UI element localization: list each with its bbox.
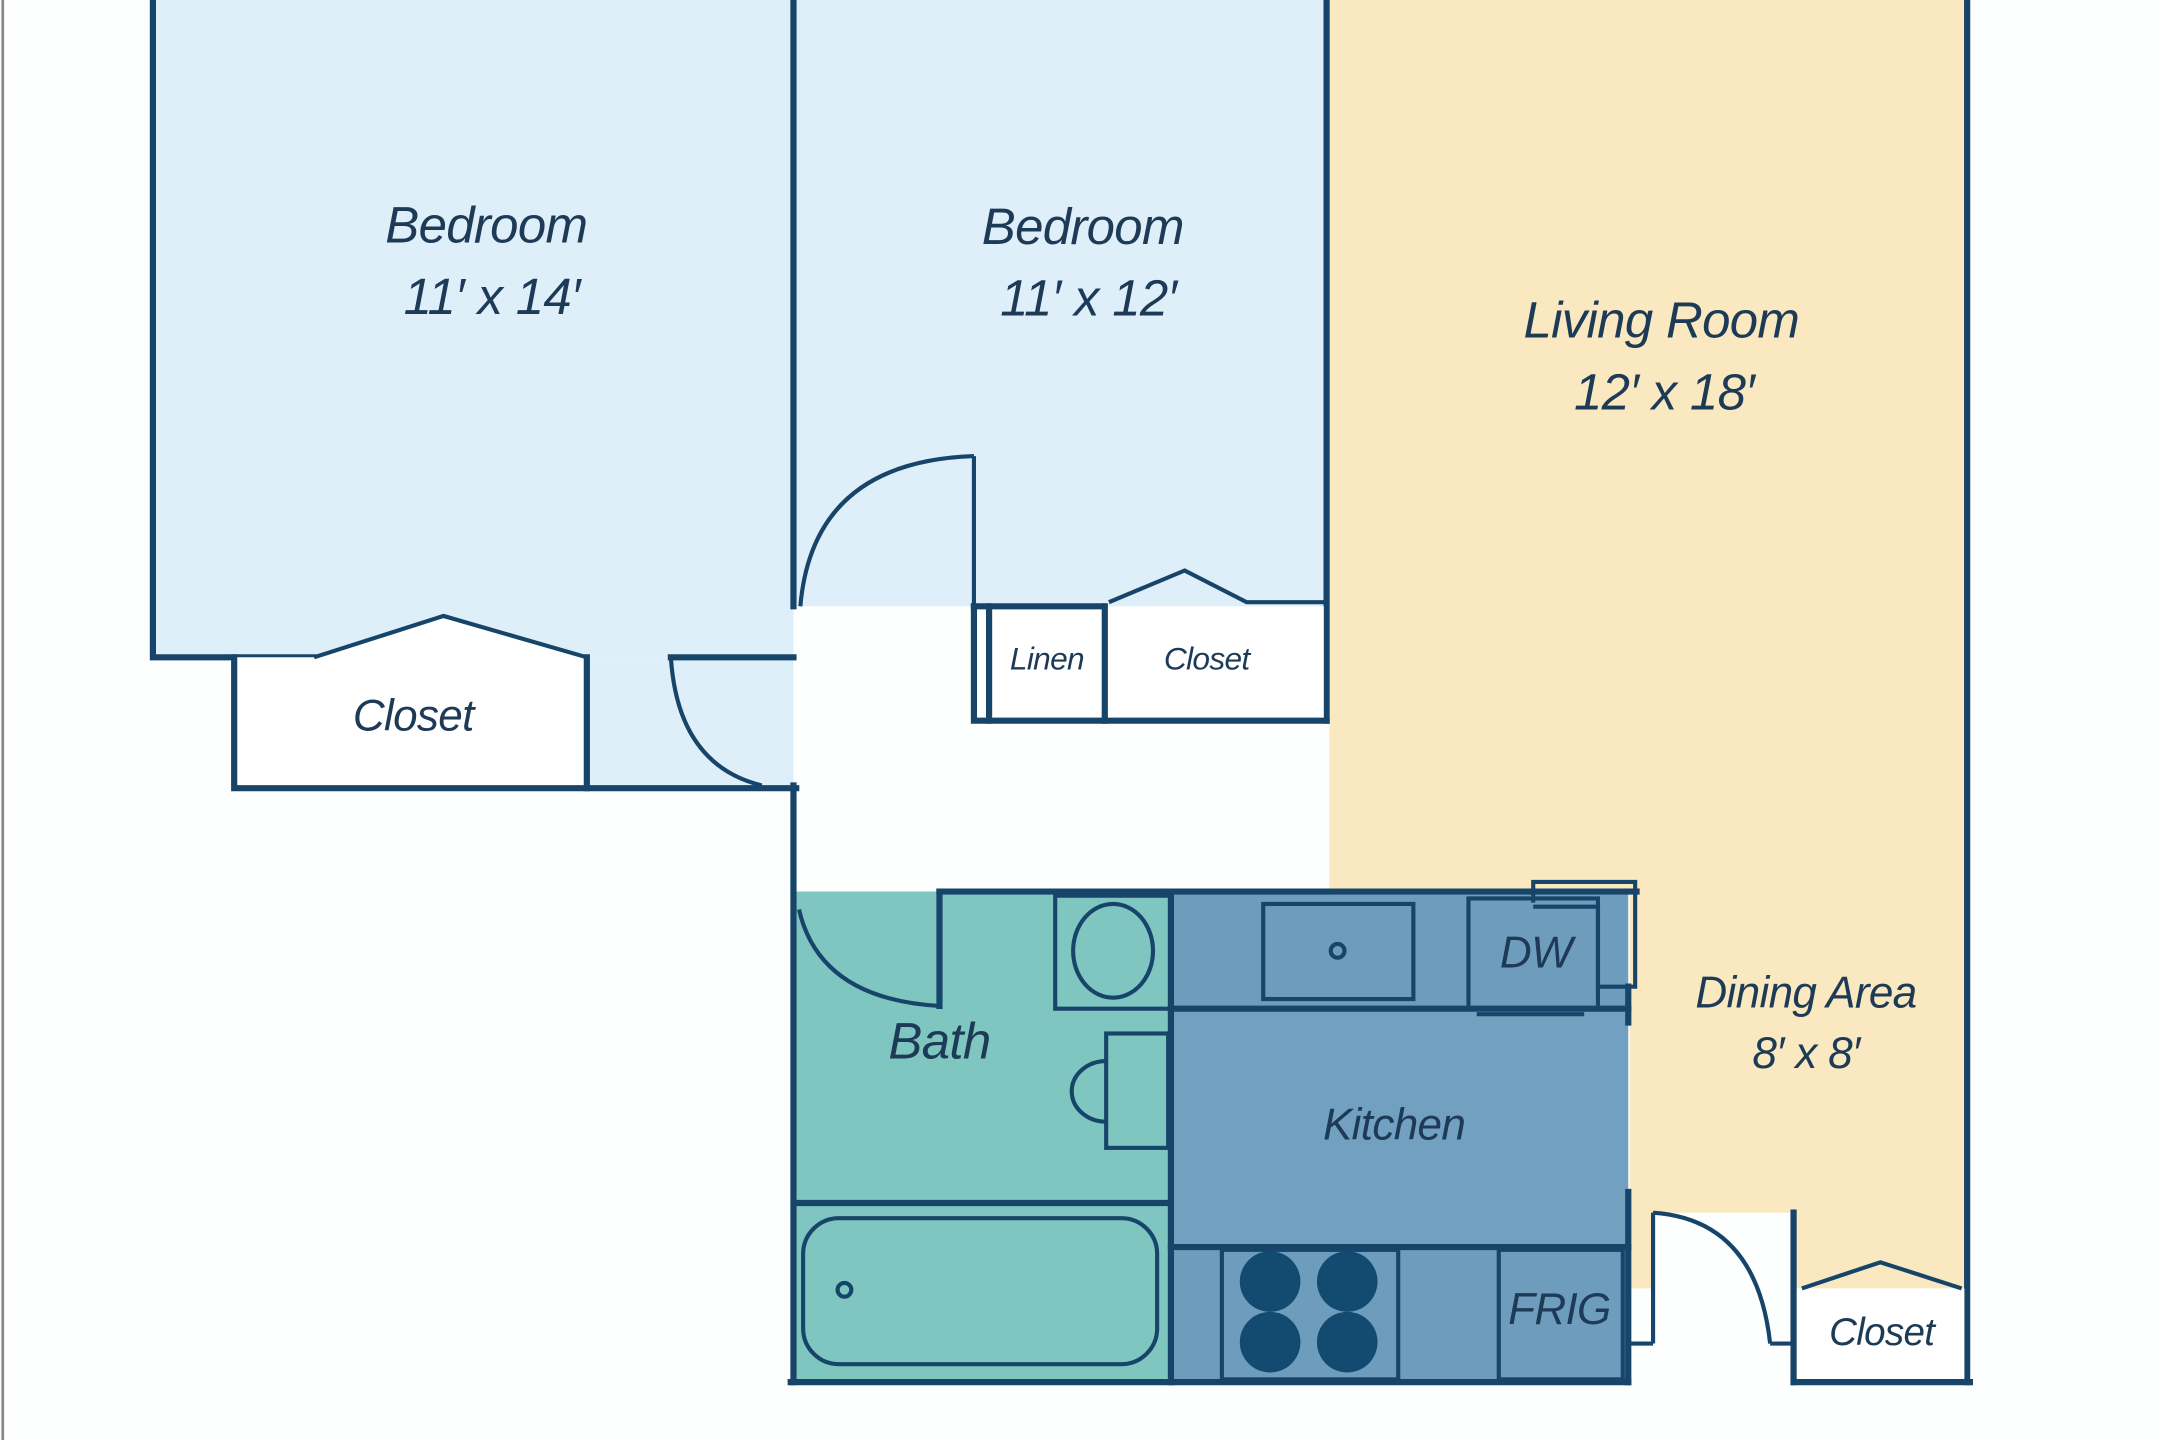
bedroom-2-label: Bedroom <box>982 198 1184 255</box>
bedroom-1-size: 11′ x 14′ <box>404 268 582 325</box>
closet-dining-label: Closet <box>1829 1311 1937 1354</box>
toilet-icon <box>1071 901 1156 1000</box>
living-room-label: Living Room <box>1523 292 1799 349</box>
door-swing-entry <box>1652 1210 1773 1344</box>
door-swing-bedroom-1 <box>668 657 763 788</box>
dining-area-label: Dining Area <box>1695 968 1916 1017</box>
bath-fixtures <box>793 888 1640 1386</box>
kitchen-sink-icon <box>1261 901 1416 1002</box>
fridge-label: FRIG <box>1508 1285 1611 1334</box>
linen-label: Linen <box>1010 641 1084 677</box>
bedroom-1-area <box>152 0 794 658</box>
living-room-area <box>1329 0 1965 892</box>
kitchen-fixtures <box>787 879 1638 1386</box>
bathtub-icon <box>801 1216 1160 1367</box>
bedroom-2-size: 11′ x 12′ <box>1000 270 1178 327</box>
closet-bedroom-2-label: Closet <box>1164 641 1252 677</box>
bedroom-2-walls <box>798 0 1330 724</box>
dining-area-size: 8′ x 8′ <box>1752 1029 1862 1078</box>
bedroom-1-label: Bedroom <box>385 197 587 254</box>
living-room-size: 12′ x 18′ <box>1574 363 1756 420</box>
bath-area <box>796 891 1171 1383</box>
bedroom-2-area <box>796 0 1327 607</box>
bath-label: Bath <box>888 1012 990 1069</box>
door-swing-bath <box>796 909 940 1008</box>
sink-bowl-icon <box>1069 1058 1107 1124</box>
dishwasher-label: DW <box>1500 928 1577 977</box>
bedroom-1-walls <box>149 0 800 1386</box>
door-swing-bedroom-2 <box>798 454 975 607</box>
dining-walls <box>1631 1209 1973 1386</box>
kitchen-label: Kitchen <box>1323 1101 1465 1150</box>
closet-bedroom-1-label: Closet <box>353 691 476 740</box>
